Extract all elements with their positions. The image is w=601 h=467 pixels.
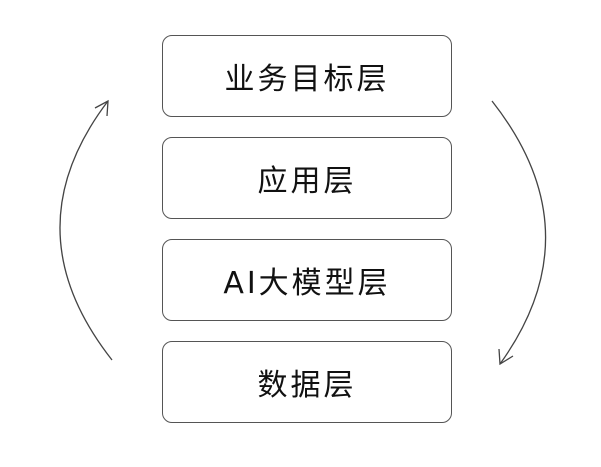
- right-down-arrowhead: [498, 348, 514, 366]
- layer-label: 应用层: [257, 164, 357, 199]
- layer-label: 业务目标层: [224, 62, 390, 97]
- layer-box-data: 数据层: [162, 341, 452, 423]
- layer-box-business-goal: 业务目标层: [162, 35, 452, 117]
- layer-label: 数据层: [257, 368, 357, 403]
- right-down-arrow: [491, 100, 547, 365]
- left-up-arrow: [59, 100, 113, 361]
- layer-box-application: 应用层: [162, 137, 452, 219]
- layer-box-ai-model: AI大模型层: [162, 239, 452, 321]
- left-up-arrowhead: [94, 99, 109, 117]
- layer-label: AI大模型层: [223, 266, 391, 301]
